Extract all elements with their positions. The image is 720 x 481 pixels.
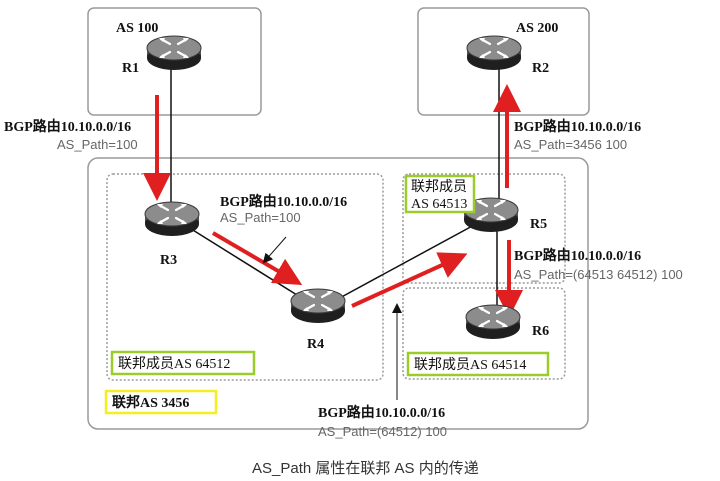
annotation-route-r1-r3: BGP路由10.10.0.0/16	[4, 118, 131, 135]
as100-label: AS 100	[116, 21, 158, 36]
annotation-path-r1-r3: AS_Path=100	[57, 137, 138, 152]
pointer-r3-r4	[262, 236, 287, 264]
member3-label-box	[406, 351, 550, 377]
router-label-r4: R4	[307, 337, 324, 352]
member1-label-box	[110, 350, 256, 376]
annotation-route-r4-r5: BGP路由10.10.0.0/16	[318, 404, 445, 421]
as200-label: AS 200	[516, 21, 558, 36]
router-r6	[464, 303, 522, 341]
annotation-route-r3-r4: BGP路由10.10.0.0/16	[220, 193, 347, 210]
member2-region	[402, 173, 566, 284]
member2-label-box	[404, 174, 476, 214]
figure-caption: AS_Path 属性在联邦 AS 内的传递	[252, 460, 479, 477]
annotation-path-r3-r4: AS_Path=100	[220, 210, 301, 225]
router-icon	[145, 34, 203, 72]
annotation-path-r5-r6: AS_Path=(64513 64512) 100	[514, 267, 683, 282]
router-r3	[143, 200, 201, 238]
as100-region	[87, 7, 262, 116]
annotation-route-r5-r2: BGP路由10.10.0.0/16	[514, 118, 641, 135]
link-r4-r5	[335, 223, 477, 301]
member2-label-line2: AS 64513	[411, 197, 467, 212]
member2-label-line1: 联邦成员	[411, 179, 467, 195]
annotation-route-r5-r6: BGP路由10.10.0.0/16	[514, 247, 641, 264]
router-icon	[465, 34, 523, 72]
router-r2	[465, 34, 523, 72]
confed-label-box	[104, 389, 218, 415]
member1-region	[106, 173, 384, 381]
router-icon	[289, 287, 347, 325]
router-label-r6: R6	[532, 324, 549, 339]
link-r3-r4	[179, 221, 314, 306]
confed-region	[87, 157, 589, 430]
annotation-path-r5-r2: AS_Path=3456 100	[514, 137, 627, 152]
router-r1	[145, 34, 203, 72]
router-label-r5: R5	[530, 217, 547, 232]
member1-label: 联邦成员AS 64512	[118, 356, 230, 372]
member3-label: 联邦成员AS 64514	[414, 357, 526, 373]
router-r4	[289, 287, 347, 325]
confed-label: 联邦AS 3456	[112, 394, 189, 411]
as200-region	[417, 7, 590, 116]
arrow-r3-r4	[211, 231, 303, 286]
router-label-r1: R1	[122, 61, 139, 76]
router-icon	[464, 303, 522, 341]
router-label-r3: R3	[160, 253, 177, 268]
router-icon	[143, 200, 201, 238]
router-label-r2: R2	[532, 61, 549, 76]
arrow-r4-r5	[351, 252, 468, 308]
annotation-path-r4-r5: AS_Path=(64512) 100	[318, 424, 447, 439]
